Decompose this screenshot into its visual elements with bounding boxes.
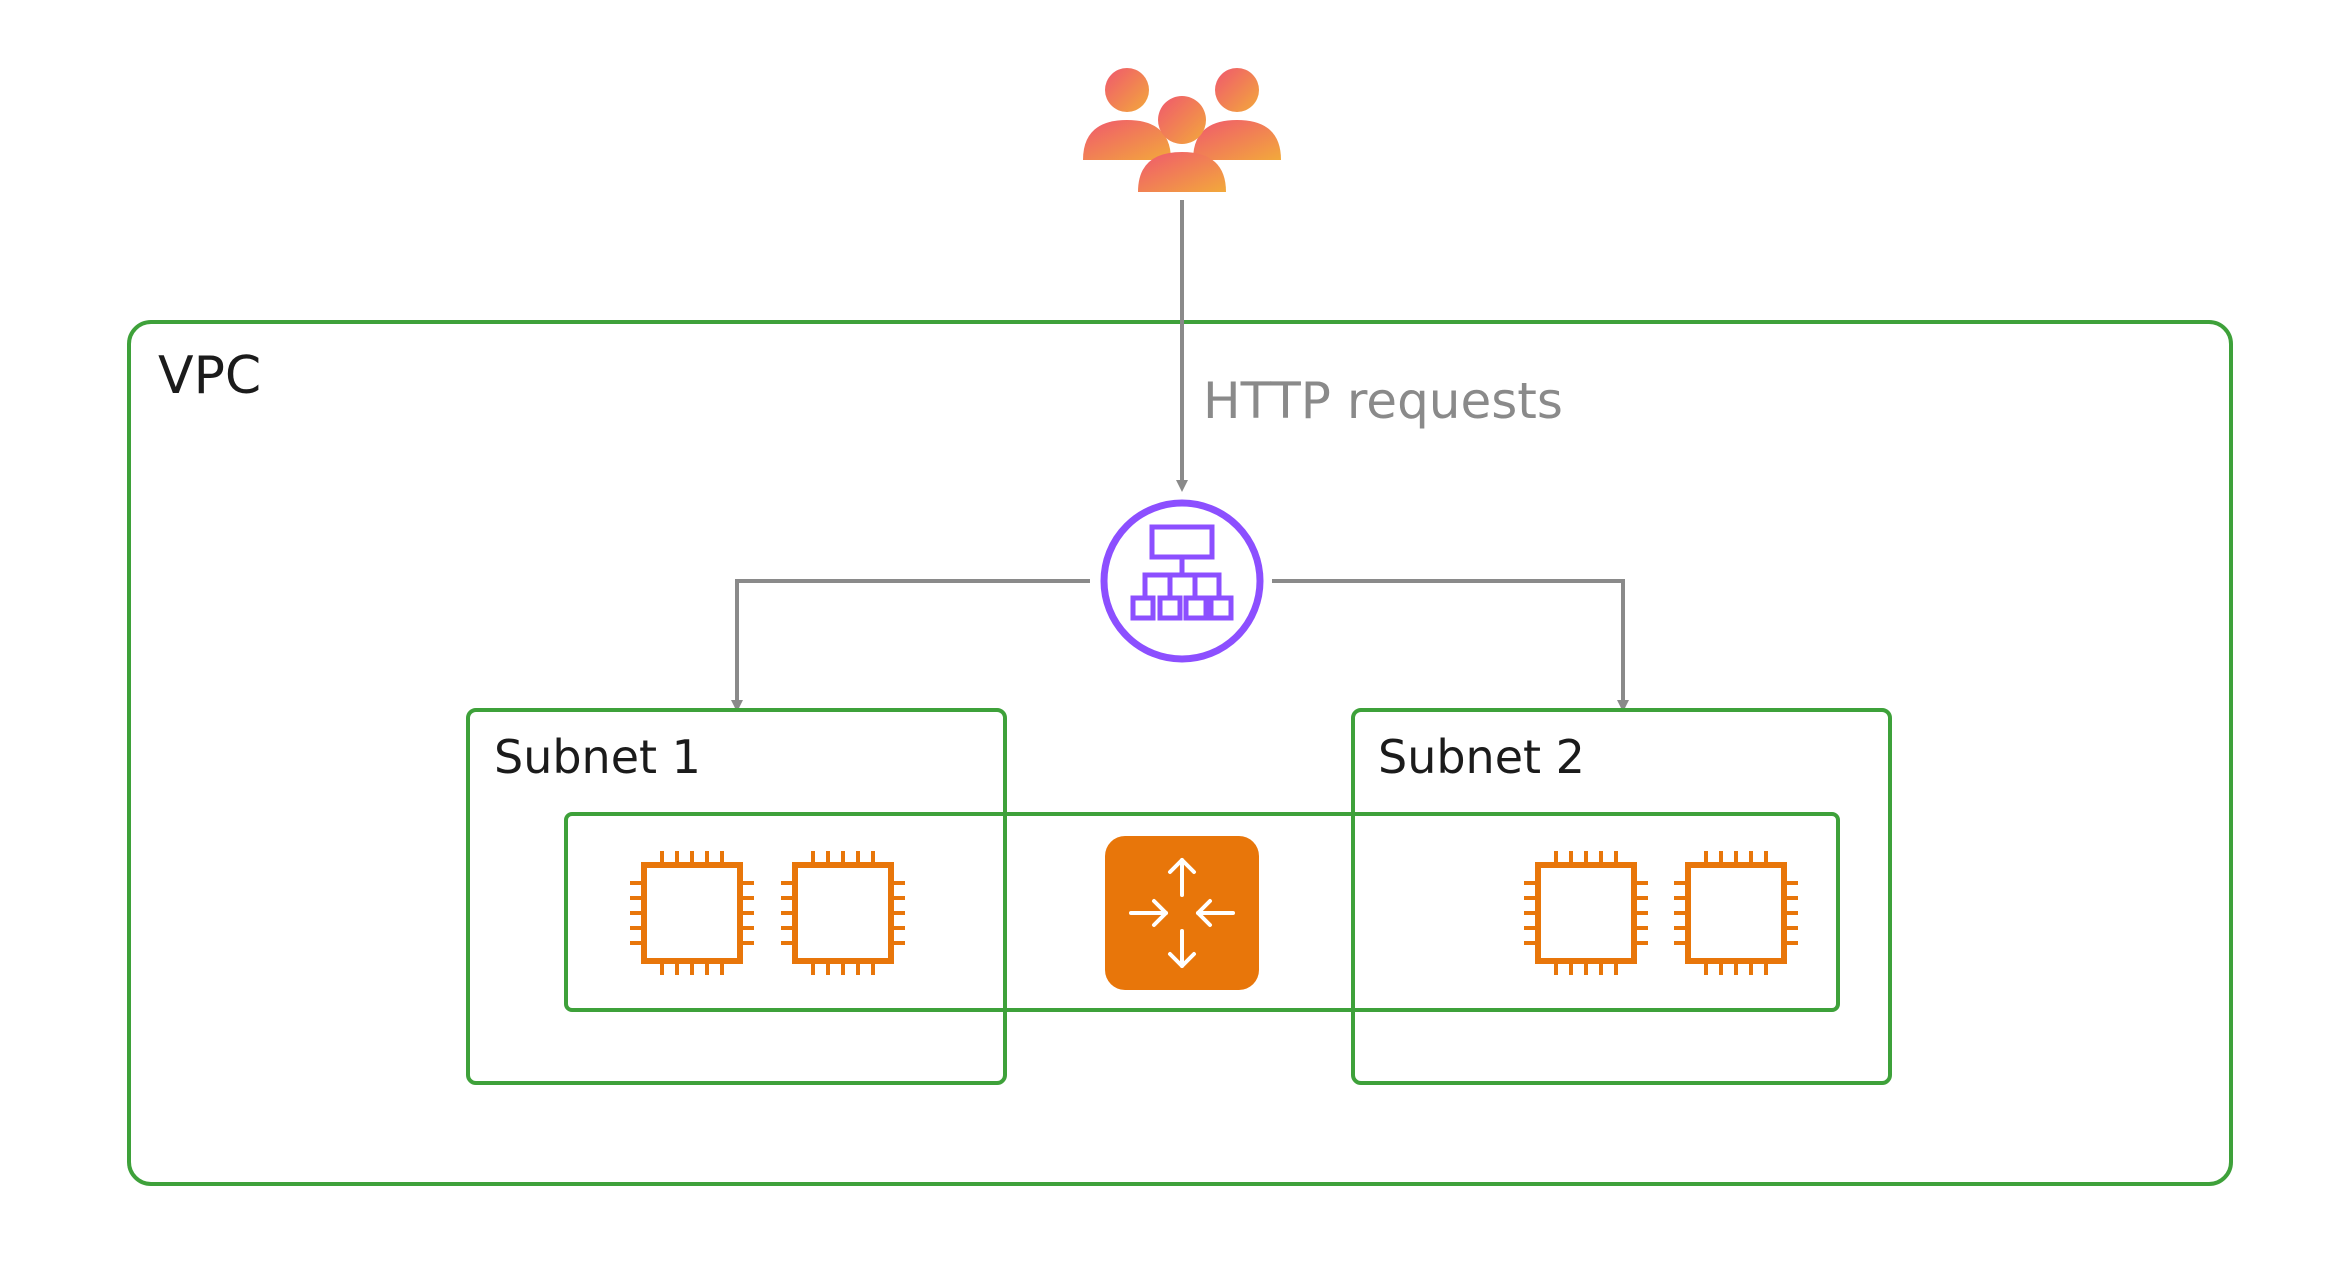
subnet-1-label: Subnet 1	[494, 730, 701, 784]
ec2-instance-chip-icon	[630, 851, 754, 975]
ec2-instance-chip-icon	[1524, 851, 1648, 975]
http-requests-label: HTTP requests	[1203, 372, 1563, 430]
load-balancer-icon	[1100, 499, 1264, 663]
lb-to-subnet2-arrow	[1272, 579, 1629, 712]
lb-to-subnet1-arrow	[731, 579, 1090, 712]
auto-scaling-group-boundary	[564, 812, 1840, 1012]
vpc-label: VPC	[158, 346, 261, 406]
ec2-instance-chip-icon	[1674, 851, 1798, 975]
router-arrows-icon	[1105, 836, 1259, 990]
subnet-2-label: Subnet 2	[1378, 730, 1585, 784]
subnet-1-boundary	[466, 708, 1007, 1085]
subnet-2-boundary	[1351, 708, 1892, 1085]
ec2-instance-chip-icon	[781, 851, 905, 975]
users-group-icon	[1083, 68, 1281, 192]
